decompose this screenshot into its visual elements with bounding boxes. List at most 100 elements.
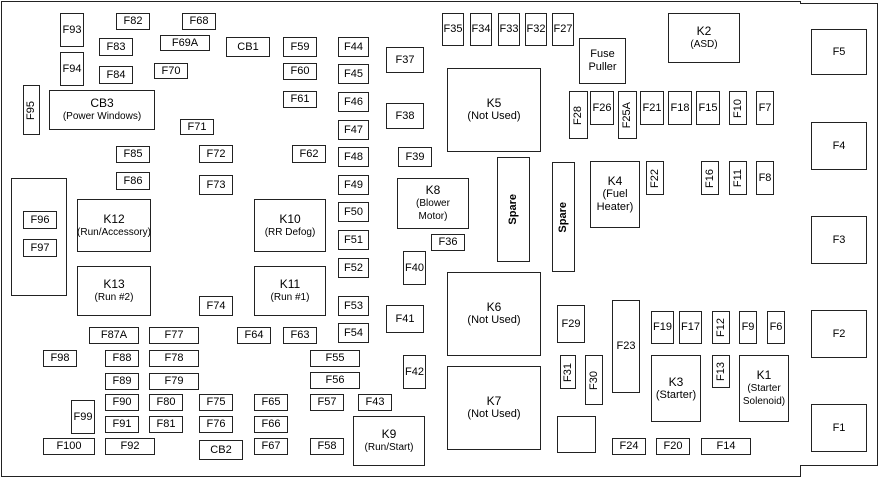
breaker-cb1: CB1 [226,37,270,57]
fuse-f100: F100 [43,438,95,455]
maxi-fuse-f2: F2 [811,310,867,358]
relay-k6-name: K6 [486,300,502,314]
relay-k10-desc: (RR Defog) [264,226,316,238]
relay-k1: K1 (Starter Solenoid) [739,355,789,422]
relay-k13: K13 (Run #2) [77,266,151,316]
fuse-f83: F83 [99,38,133,56]
relay-k12-desc: (Run/Accessory) [77,226,151,238]
fuse-f11: F11 [729,161,747,195]
fuse-f7: F7 [756,91,774,125]
relay-k3: K3 (Starter) [651,355,701,422]
fuse-f77: F77 [149,327,199,344]
fuse-f76: F76 [199,416,233,433]
fuse-f33: F33 [498,13,520,46]
fuse-f26: F26 [590,91,614,125]
relay-k3-desc: (Starter) [655,388,697,401]
fuse-f13-label: F13 [714,362,727,381]
fuse-f62: F62 [292,145,326,163]
fuse-f94: F94 [60,52,84,86]
maxi-fuse-f3: F3 [811,216,867,264]
fuse-f68: F68 [182,13,216,30]
relay-k11-desc: (Run #1) [270,292,310,303]
fuse-f91: F91 [105,416,139,433]
relay-k4-desc2: Heater) [596,201,634,213]
fuse-f61: F61 [283,91,317,108]
fuse-f9: F9 [739,311,757,344]
fuse-f70: F70 [154,63,188,79]
relay-k3-name: K3 [668,374,684,389]
fuse-f21: F21 [640,91,664,125]
fuse-f45: F45 [338,64,369,84]
fuse-f20: F20 [656,438,690,455]
relay-k11: K11 (Run #1) [254,266,326,316]
relay-k5-name: K5 [486,96,502,110]
relay-k1-desc1: (Starter [747,383,781,394]
fuse-f81: F81 [149,416,183,433]
fuse-f97: F97 [23,239,57,257]
fuse-f31-label: F31 [561,362,574,382]
relay-k1-desc2: Solenoid) [742,396,786,407]
fuse-holder-left [11,178,67,296]
relay-k6: K6 (Not Used) [447,272,541,356]
fuse-f53: F53 [338,296,369,316]
relay-k2-desc: (ASD) [690,39,718,50]
fuse-f37: F37 [386,47,424,73]
fuse-f22: F22 [646,161,664,195]
relay-k4: K4 (Fuel Heater) [590,161,640,228]
relay-k5-desc: (Not Used) [467,110,521,122]
empty-slot [557,416,596,453]
fuse-f32: F32 [525,13,547,46]
spare-slot-1-label: Spare [507,194,519,225]
fuse-f12: F12 [712,311,730,344]
relay-k8-desc1: (Blower [416,198,450,209]
relay-k9-desc: (Run/Start) [364,442,414,453]
fuse-f89: F89 [105,373,139,390]
fuse-f40: F40 [403,251,426,285]
fuse-f18: F18 [668,91,692,125]
relay-k11-name: K11 [279,277,301,291]
relay-k10-name: K10 [279,211,301,226]
fuse-f19: F19 [651,311,674,344]
fuse-f92: F92 [105,438,155,455]
fuse-f46: F46 [338,92,369,112]
fuse-f59: F59 [283,37,317,57]
fuse-puller-line2: Puller [588,61,617,73]
breaker-cb3: CB3 (Power Windows) [49,90,155,130]
fuse-f28-label: F28 [572,105,584,125]
relay-k7-name: K7 [486,394,502,408]
fuse-f11-label: F11 [731,168,744,188]
fuse-f14: F14 [701,438,751,455]
maxi-fuse-f4: F4 [811,122,867,170]
fuse-f6: F6 [767,311,785,344]
fuse-f51: F51 [338,230,369,250]
fuse-f78: F78 [149,350,199,367]
maxi-fuse-f1: F1 [811,404,867,452]
relay-k1-name: K1 [756,368,772,382]
fuse-f13: F13 [712,355,730,388]
fuse-f36: F36 [431,234,465,251]
fuse-f80: F80 [149,394,183,411]
fuse-f75: F75 [199,394,233,411]
fuse-f57: F57 [310,394,344,411]
fuse-f31: F31 [560,355,576,389]
fuse-f30: F30 [585,355,603,405]
relay-k8: K8 (Blower Motor) [397,178,469,229]
fuse-f27: F27 [552,13,574,46]
relay-k7: K7 (Not Used) [447,366,541,450]
relay-k8-name: K8 [425,183,441,197]
spare-slot-2-label: Spare [557,201,569,233]
relay-k8-desc2: Motor) [418,211,448,222]
fuse-f22-label: F22 [648,168,661,188]
fuse-f55: F55 [310,350,360,367]
fuse-f34: F34 [470,13,492,46]
fuse-f87a: F87A [89,327,139,344]
fuse-f86: F86 [116,172,150,190]
breaker-cb3-desc: (Power Windows) [62,111,142,122]
fuse-f85: F85 [116,146,150,163]
relay-k6-desc: (Not Used) [467,314,521,326]
fuse-f69a: F69A [160,35,210,51]
fuse-f16: F16 [701,161,719,195]
relay-k7-desc: (Not Used) [467,408,521,420]
spare-slot-2: Spare [552,162,575,272]
fuse-f98: F98 [43,350,77,367]
